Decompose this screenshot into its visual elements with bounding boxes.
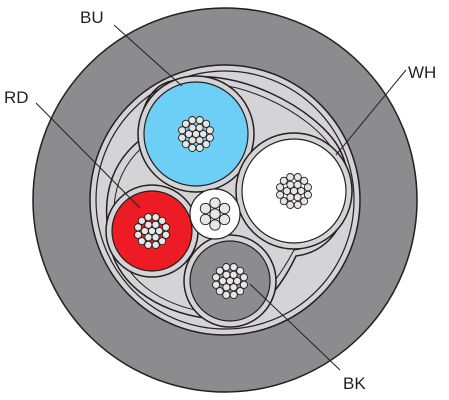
conductor-strand <box>134 230 143 239</box>
white-core <box>235 132 353 250</box>
conductor-strand <box>158 237 167 246</box>
conductor-strand <box>195 143 204 152</box>
conductor-strand <box>286 180 295 189</box>
conductor-strand <box>144 213 153 222</box>
conductor-strand <box>212 280 221 289</box>
conductor-strand <box>236 266 245 275</box>
conductor-strand <box>144 220 153 229</box>
conductor-strand <box>282 186 291 196</box>
conductor-strand <box>229 283 238 292</box>
conductor-strand <box>205 133 214 142</box>
conductor-strand <box>155 226 164 236</box>
conductor-strand <box>239 280 248 289</box>
conductor-strand <box>293 173 302 182</box>
conductor-strand <box>222 270 231 279</box>
conductor-strand <box>161 223 170 232</box>
blue-core <box>137 75 255 193</box>
conductor-strand <box>222 283 231 292</box>
conductor-strand <box>297 186 306 196</box>
conductor-strand <box>279 197 288 206</box>
conductor-strand <box>293 193 302 202</box>
conductor-strand <box>181 119 190 128</box>
conductor-strand <box>178 126 187 135</box>
conductor-strand <box>188 123 197 132</box>
conductor-strand <box>188 136 197 145</box>
conductor-strand <box>151 220 160 229</box>
callout-line-red <box>35 102 141 209</box>
conductor-strand <box>229 270 238 279</box>
callout-line-blue <box>113 24 183 87</box>
conductor-strand <box>300 176 309 185</box>
conductor-strand <box>134 223 143 232</box>
conductor-strand <box>293 180 302 189</box>
filler-strand <box>218 202 231 215</box>
red-core <box>105 184 199 278</box>
conductor-strand <box>140 226 149 236</box>
conductor-strand <box>161 230 170 239</box>
conductor-strand <box>158 216 167 225</box>
label-blue: BU <box>80 8 104 27</box>
conductor-strand <box>144 240 153 249</box>
conductor-strand <box>137 237 146 246</box>
conductor-strand <box>184 129 193 139</box>
conductor-strand <box>300 197 309 206</box>
conductor-strand <box>276 190 285 199</box>
conductor-strand <box>293 200 302 209</box>
conductor-strand <box>229 290 238 299</box>
conductor-strand <box>188 116 197 125</box>
label-black: BK <box>343 374 366 393</box>
conductor-strand <box>215 266 224 275</box>
conductor-strand <box>195 136 204 145</box>
conductor-strand <box>178 133 187 142</box>
filler-strand <box>218 213 231 226</box>
conductor-strand <box>286 193 295 202</box>
filler-strand <box>199 213 212 226</box>
filler-strand <box>209 197 221 209</box>
conductor-strand <box>202 140 211 149</box>
filler-strand <box>199 202 212 215</box>
black-core <box>183 234 277 328</box>
conductor-strand <box>144 233 153 242</box>
conductor-strand <box>222 290 231 299</box>
conductor-strand <box>303 190 312 199</box>
conductor-strand <box>181 140 190 149</box>
conductor-strand <box>215 287 224 296</box>
conductor-strand <box>205 126 214 135</box>
conductor-strand <box>279 176 288 185</box>
conductor-strand <box>218 276 227 286</box>
conductor-strand <box>151 213 160 222</box>
filler-strand <box>209 219 221 231</box>
conductor-strand <box>236 287 245 296</box>
conductor-strand <box>229 263 238 272</box>
conductor-strand <box>233 276 242 286</box>
conductor-strand <box>222 263 231 272</box>
conductor-strand <box>151 233 160 242</box>
conductor-strand <box>195 116 204 125</box>
label-red: RD <box>4 88 29 107</box>
conductor-strand <box>286 173 295 182</box>
center-filler-bundle <box>189 188 241 240</box>
filler-strand <box>209 208 221 220</box>
callout-line-black <box>249 283 341 371</box>
conductor-strand <box>303 183 312 192</box>
conductor-strand <box>239 273 248 282</box>
label-white: WH <box>408 63 436 82</box>
conductor-strand <box>199 129 208 139</box>
conductor-strand <box>137 216 146 225</box>
conductor-strand <box>276 183 285 192</box>
conductor-strand <box>151 240 160 249</box>
conductor-strand <box>212 273 221 282</box>
inner-sheath-inner-line <box>95 70 355 330</box>
conductor-strand <box>202 119 211 128</box>
conductor-strand <box>286 200 295 209</box>
conductor-strand <box>195 123 204 132</box>
conductor-strand <box>188 143 197 152</box>
callout-line-white <box>335 69 407 156</box>
